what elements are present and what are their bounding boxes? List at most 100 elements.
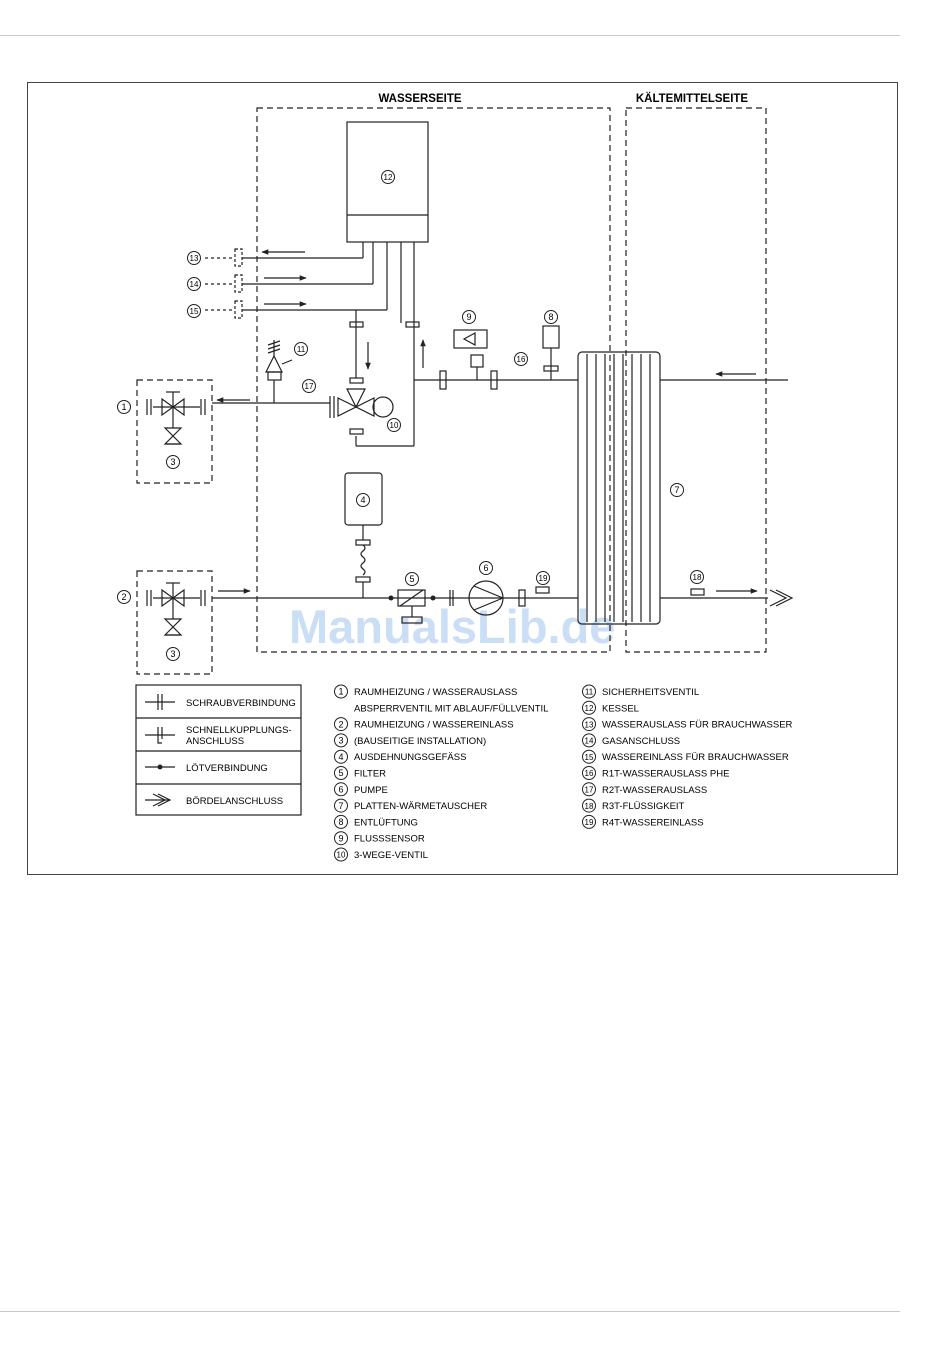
legend-text-16: R1T-WASSERAUSLASS PHE (602, 769, 729, 780)
legend-text-1-line2: ABSPERRVENTIL MIT ABLAUF/FÜLLVENTIL (354, 703, 548, 714)
marker-13: 13 (187, 251, 201, 265)
svg-text:16: 16 (585, 769, 594, 778)
legend-text-15: WASSEREINLASS FÜR BRAUCHWASSER (602, 752, 789, 763)
svg-text:3: 3 (170, 457, 175, 467)
svg-text:2: 2 (338, 719, 343, 729)
svg-text:13: 13 (190, 254, 199, 263)
svg-text:14: 14 (585, 737, 594, 746)
legend-text-4: AUSDEHNUNGSGEFÄSS (354, 752, 466, 763)
legend-marker-18: 18 (582, 798, 596, 813)
refrigerant-side-title: KÄLTEMITTELSEITE (636, 92, 749, 105)
legend-screw-label: SCHRAUBVERBINDUNG (186, 698, 296, 709)
marker-16: 16 (514, 352, 528, 366)
field-installation-box-1 (136, 379, 213, 484)
marker-14: 14 (187, 277, 201, 291)
marker-6: 6 (479, 561, 493, 575)
legend-marker-7: 7 (334, 798, 348, 813)
legend-solder-label: LÖTVERBINDUNG (186, 763, 268, 774)
legend-marker-17: 17 (582, 782, 596, 797)
svg-text:15: 15 (585, 753, 594, 762)
solder-symbol-dot (157, 764, 163, 770)
legend-marker-14: 14 (582, 733, 596, 748)
legend-text-5: FILTER (354, 769, 386, 780)
legend-marker-8: 8 (334, 814, 348, 829)
svg-text:8: 8 (548, 312, 553, 322)
svg-text:7: 7 (674, 485, 679, 495)
svg-text:6: 6 (338, 785, 343, 795)
legend-text-8: ENTLÜFTUNG (354, 817, 418, 828)
marker-2: 2 (117, 590, 131, 604)
svg-text:9: 9 (338, 833, 343, 843)
legend-marker-15: 15 (582, 749, 596, 764)
svg-text:15: 15 (190, 307, 199, 316)
marker-18: 18 (690, 570, 704, 584)
svg-text:14: 14 (190, 280, 199, 289)
legend-text-2: RAUMHEIZUNG / WASSEREINLASS (354, 720, 514, 731)
marker-4: 4 (356, 493, 370, 507)
svg-text:1: 1 (121, 402, 126, 412)
svg-text:9: 9 (466, 312, 471, 322)
bottom-rule (0, 1311, 900, 1312)
boiler-outlet-connectors (234, 248, 243, 319)
svg-text:5: 5 (409, 574, 414, 584)
legend-marker-2: 2 (334, 717, 348, 732)
svg-text:6: 6 (483, 563, 488, 573)
legend-marker-9: 9 (334, 831, 348, 846)
legend-marker-4: 4 (334, 749, 348, 764)
svg-text:16: 16 (517, 355, 526, 364)
legend-text-12: KESSEL (602, 703, 639, 714)
svg-text:7: 7 (338, 801, 343, 811)
legend-marker-5: 5 (334, 766, 348, 780)
water-side-title: WASSERSEITE (378, 93, 461, 105)
plate-heat-exchanger (577, 351, 661, 625)
svg-text:12: 12 (585, 704, 594, 713)
svg-text:3: 3 (338, 736, 343, 746)
boiler-pipes (242, 242, 415, 447)
safety-valve (265, 340, 293, 373)
marker-9: 9 (462, 310, 476, 324)
legend-marker-11: 11 (582, 684, 596, 699)
phe-outlet-line (414, 325, 578, 390)
solder-joints (388, 595, 436, 601)
legend-text-1: RAUMHEIZUNG / WASSERAUSLASS (354, 687, 517, 698)
svg-text:1: 1 (338, 687, 343, 697)
marker-3: 3 (166, 455, 180, 469)
legend-quick-coupling-label-2: ANSCHLUSS (186, 736, 244, 747)
marker-7: 7 (670, 483, 684, 497)
svg-text:10: 10 (390, 421, 399, 430)
legend-text-10: 3-WEGE-VENTIL (354, 850, 428, 861)
screw-connections (349, 321, 420, 435)
water-side-box (256, 107, 611, 653)
legend-text-13: WASSERAUSLASS FÜR BRAUCHWASSER (602, 720, 793, 731)
legend-marker-19: 19 (582, 814, 596, 829)
legend-marker-16: 16 (582, 766, 596, 780)
legend-flare-label: BÖRDELANSCHLUSS (186, 796, 283, 807)
svg-text:18: 18 (585, 802, 594, 811)
legend-text-14: GASANSCHLUSS (602, 736, 680, 747)
diagram-frame (27, 82, 898, 875)
legend-quick-coupling-label: SCHNELLKUPPLUNGS- (186, 725, 292, 736)
three-way-valve (329, 388, 394, 418)
heating-return-line (212, 472, 578, 624)
svg-text:13: 13 (585, 720, 594, 729)
svg-text:11: 11 (297, 345, 306, 354)
marker-leaders (205, 257, 233, 311)
flow-arrows (216, 249, 758, 594)
legend-marker-12: 12 (582, 700, 596, 715)
field-valve-1 (146, 391, 206, 445)
top-rule (0, 35, 900, 36)
svg-text:5: 5 (338, 768, 343, 778)
svg-text:19: 19 (585, 818, 594, 827)
legend-text-9: FLUSSSENSOR (354, 834, 425, 845)
legend-text-6: PUMPE (354, 785, 388, 796)
marker-12: 12 (381, 170, 395, 184)
component-legend-left: 1 RAUMHEIZUNG / WASSERAUSLASS ABSPERRVENTI… (334, 684, 548, 862)
svg-text:8: 8 (338, 817, 343, 827)
field-valve-2 (146, 582, 206, 636)
marker-17: 17 (302, 379, 316, 393)
svg-text:18: 18 (693, 573, 702, 582)
svg-text:19: 19 (539, 574, 548, 583)
